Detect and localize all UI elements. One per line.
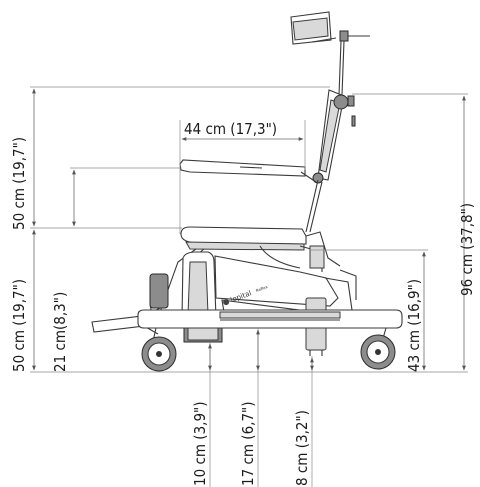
seat-height-label: 50 cm (19,7") <box>10 279 28 372</box>
armrest <box>179 159 323 233</box>
armrest-span-label: 44 cm (17,3") <box>184 120 277 138</box>
dimension-labels: 50 cm (19,7") 50 cm (19,7") 21 cm(8,3") … <box>10 120 476 486</box>
ground-clearance-label: 8 cm (3,2") <box>293 410 311 486</box>
base-clearance-label: 17 cm (6,7") <box>239 402 257 487</box>
backrest <box>312 89 356 184</box>
total-height-label: 96 cm (37,8") <box>458 203 476 296</box>
chair-illustration: lopital Reflex <box>91 11 403 372</box>
front-wheel <box>141 327 177 372</box>
frame-clearance-label: 10 cm (3,9") <box>191 402 209 487</box>
headrest <box>290 11 370 96</box>
backrest-height-label: 50 cm (19,7") <box>10 137 28 230</box>
armrest-height-label: 21 cm(8,3") <box>51 292 69 372</box>
brand-model: Reflex <box>255 284 269 293</box>
rear-seat-height-label: 43 cm (16,9") <box>405 279 423 372</box>
footrest <box>91 273 169 335</box>
rear-wheel <box>360 327 396 370</box>
front-column <box>181 251 223 343</box>
chair-frame <box>214 255 357 356</box>
dimension-lines <box>30 86 468 487</box>
base-rail <box>137 309 403 329</box>
seat <box>159 226 341 313</box>
